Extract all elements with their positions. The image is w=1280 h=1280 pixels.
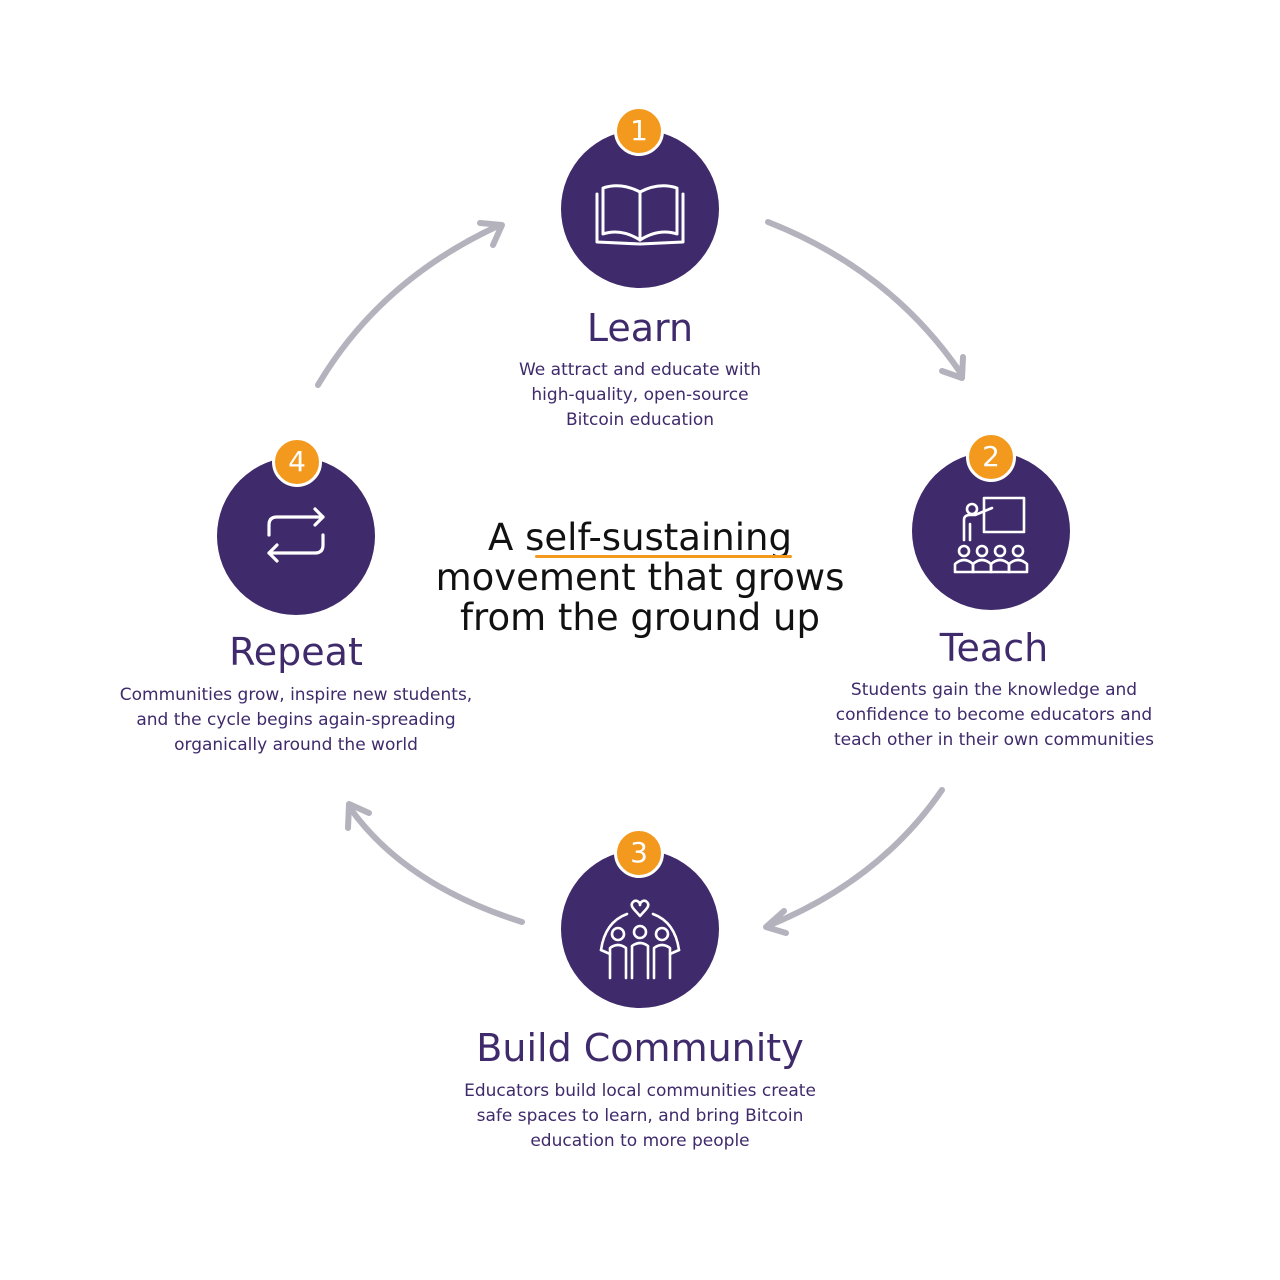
learn-node <box>561 130 719 288</box>
learn-description-line: high-quality, open-source <box>531 385 749 405</box>
build-community-node <box>561 850 719 1008</box>
learn-description-line: Bitcoin education <box>565 410 715 430</box>
repeat-arrows-icon <box>267 507 325 563</box>
repeat-description: Communities grow, inspire new students, … <box>86 683 506 758</box>
headline-line-2: movement that grows <box>435 556 845 599</box>
headline-line-1: A self-sustaining <box>390 518 890 558</box>
headline: A self-sustaining movement that grows fr… <box>390 518 890 638</box>
build-community-description-line: Educators build local communities create <box>464 1081 816 1101</box>
teach-description-line: confidence to become educators and <box>835 705 1153 725</box>
open-book-icon <box>595 184 685 246</box>
arrow-build-to-repeat <box>345 801 525 925</box>
build-community-description: Educators build local communities create… <box>410 1079 870 1154</box>
community-family-heart-icon <box>599 899 681 980</box>
headline-line-3: from the ground up <box>460 596 820 639</box>
build-community-description-line: safe spaces to learn, and bring Bitcoin <box>476 1106 804 1126</box>
headline-prefix: A <box>488 516 526 559</box>
teach-description-line: teach other in their own communities <box>833 730 1154 750</box>
step-3-badge: 3 <box>614 828 664 878</box>
learn-description-line: We attract and educate with <box>518 360 762 380</box>
arrow-repeat-to-learn <box>315 220 505 388</box>
teach-description-line: Students gain the knowledge and <box>850 680 1138 700</box>
step-4-badge: 4 <box>272 437 322 487</box>
learn-title: Learn <box>586 306 694 350</box>
step-2-badge: 2 <box>966 432 1016 482</box>
repeat-description-line: and the cycle begins again-spreading <box>136 710 456 730</box>
arrow-teach-to-build <box>763 787 945 936</box>
teach-description: Students gain the knowledge and confiden… <box>794 678 1194 753</box>
arrow-learn-to-teach <box>765 219 966 381</box>
learn-description: We attract and educate with high-quality… <box>440 358 840 433</box>
build-community-title: Build Community <box>476 1026 804 1070</box>
teacher-classroom-icon <box>953 496 1029 574</box>
headline-highlight: self-sustaining <box>525 516 792 559</box>
build-community-description-line: education to more people <box>530 1131 750 1151</box>
teach-title: Teach <box>939 626 1049 670</box>
repeat-description-line: organically around the world <box>174 735 418 755</box>
repeat-description-line: Communities grow, inspire new students, <box>119 685 473 705</box>
step-1-badge: 1 <box>614 106 664 156</box>
repeat-title: Repeat <box>229 630 363 674</box>
